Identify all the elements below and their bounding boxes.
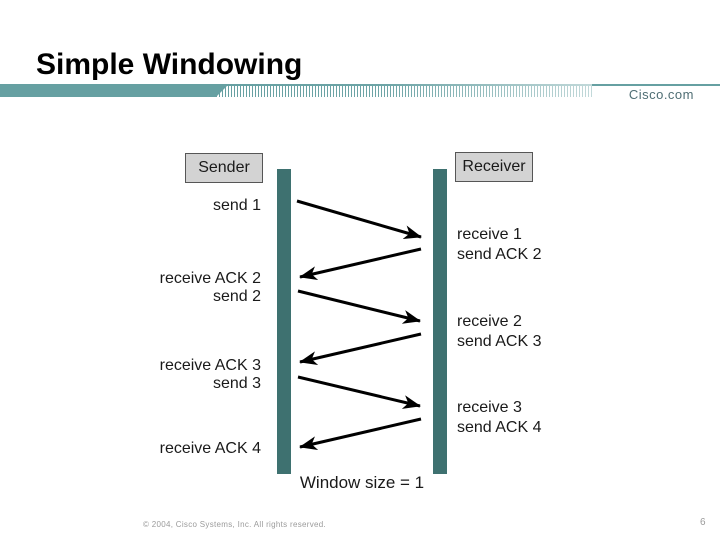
- copyright-text: © 2004, Cisco Systems, Inc. All rights r…: [143, 520, 327, 529]
- event-send-ack-4: send ACK 4: [457, 419, 542, 436]
- receiver-label: Receiver: [462, 158, 526, 175]
- arrow-data-2: [297, 289, 421, 324]
- sender-label: Sender: [198, 159, 250, 176]
- event-send-3: send 3: [212, 375, 261, 392]
- sender-timeline-bar: [277, 169, 291, 474]
- event-send-ack-2: send ACK 2: [457, 246, 542, 263]
- event-receive-ack-3: receive ACK 3: [159, 357, 261, 374]
- event-receive-ack-4: receive ACK 4: [159, 440, 261, 457]
- event-receive-3: receive 3: [457, 399, 522, 416]
- event-receive-2: receive 2: [457, 313, 522, 330]
- brand-text: Cisco.com: [628, 87, 694, 102]
- arrow-ack-2: [299, 247, 422, 280]
- event-send-ack-3: send ACK 3: [457, 333, 542, 350]
- arrow-data-3: [297, 375, 421, 409]
- header-stripe-pattern: [216, 84, 592, 97]
- receiver-box: Receiver: [455, 152, 533, 182]
- window-size-note: Window size = 1: [299, 473, 425, 492]
- receiver-timeline-bar: [433, 169, 447, 474]
- event-send-2: send 2: [212, 288, 261, 305]
- event-send-1: send 1: [212, 197, 261, 214]
- arrow-ack-3: [299, 332, 422, 365]
- header-accent-bar: [0, 84, 229, 97]
- event-receive-ack-2: receive ACK 2: [159, 270, 261, 287]
- page-title: Simple Windowing: [36, 48, 303, 81]
- arrow-data-1: [296, 199, 422, 239]
- sender-box: Sender: [185, 153, 263, 183]
- event-receive-1: receive 1: [457, 226, 522, 243]
- arrow-ack-4: [299, 417, 422, 450]
- page-number: 6: [700, 517, 706, 528]
